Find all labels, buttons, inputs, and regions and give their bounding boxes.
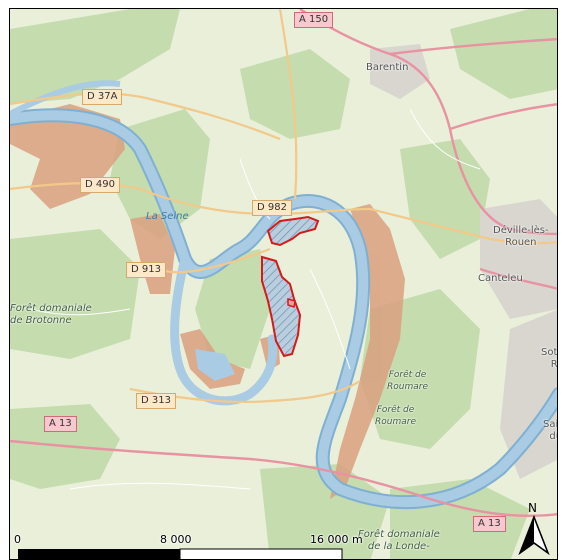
- urban-areas: [370, 44, 557, 479]
- north-arrow-label: N: [528, 501, 537, 515]
- forest-label-roumare-2-line2: Roumare: [375, 417, 416, 427]
- forest-label-brotonne-line2: de Brotonne: [10, 315, 72, 326]
- map-frame[interactable]: A 150 D 37A D 490 D 982 D 913 D 313 A 13…: [9, 8, 558, 560]
- forest-label-roumare-1-line2: Roumare: [387, 382, 428, 392]
- scale-bar: [18, 548, 343, 559]
- forest-label-londe-line1: Forêt domaniale: [358, 529, 440, 540]
- forest-label-brotonne: Forêt domaniale de Brotonne: [10, 303, 92, 327]
- road-label-d37a: D 37A: [82, 89, 123, 105]
- north-arrow: N: [517, 501, 551, 555]
- river-west: [10, 80, 121, 117]
- forest-areas: [10, 9, 557, 559]
- place-label-barentin: Barentin: [366, 62, 409, 73]
- road-label-d982: D 982: [252, 200, 292, 216]
- secondary-roads: [10, 9, 557, 403]
- place-label-deville-line1: Déville-lès-: [493, 225, 549, 236]
- forest-label-roumare-1: Forêt de Roumare: [387, 369, 428, 393]
- place-label-deville-line2: Rouen: [505, 237, 537, 248]
- minor-roads: [29, 108, 481, 490]
- road-label-d490: D 490: [80, 177, 120, 193]
- place-label-sotteville-line2: R: [550, 359, 558, 370]
- road-label-d313: D 313: [136, 393, 176, 409]
- road-label-a150: A 150: [294, 12, 334, 28]
- road-label-a13-left: A 13: [44, 416, 77, 432]
- motorways: [10, 9, 557, 518]
- place-label-saint-line2: du-: [549, 431, 557, 442]
- forest-label-roumare-2: Forêt de Roumare: [375, 404, 416, 428]
- north-arrow-icon: [518, 515, 550, 555]
- road-label-a13-right: A 13: [473, 516, 506, 532]
- map-canvas[interactable]: [10, 9, 558, 560]
- place-label-sotteville: Sotte R: [541, 347, 558, 371]
- forest-label-londe-line2: de la Londe-: [367, 541, 430, 552]
- seine-loop: [170, 254, 278, 406]
- lake: [195, 349, 235, 381]
- place-label-saint: Saint- du-: [543, 419, 558, 443]
- scale-label-end: 16 000 m: [310, 533, 363, 546]
- study-area-south[interactable]: [261, 255, 302, 358]
- seine-river-inner: [10, 110, 557, 508]
- scale-bar-black: [18, 549, 180, 559]
- scale-bar-white: [179, 548, 343, 559]
- scale-label-0: 0: [14, 533, 21, 546]
- water-label-la-seine: La Seine: [146, 211, 189, 222]
- scale-label-mid: 8 000: [160, 533, 192, 546]
- forest-label-roumare-2-line1: Forêt de: [376, 405, 415, 415]
- study-area-north[interactable]: [266, 215, 320, 247]
- study-area-small[interactable]: [287, 298, 296, 308]
- forest-label-roumare-1-line1: Forêt de: [388, 370, 427, 380]
- forest-label-londe: Forêt domaniale de la Londe-: [358, 529, 440, 553]
- road-label-d913: D 913: [126, 262, 166, 278]
- place-label-sotteville-line1: Sotte: [541, 347, 558, 358]
- place-label-saint-line1: Saint-: [543, 419, 558, 430]
- forest-label-brotonne-line1: Forêt domaniale: [10, 303, 92, 314]
- place-label-deville: Déville-lès- Rouen: [493, 225, 549, 249]
- place-label-canteleu: Canteleu: [478, 273, 523, 284]
